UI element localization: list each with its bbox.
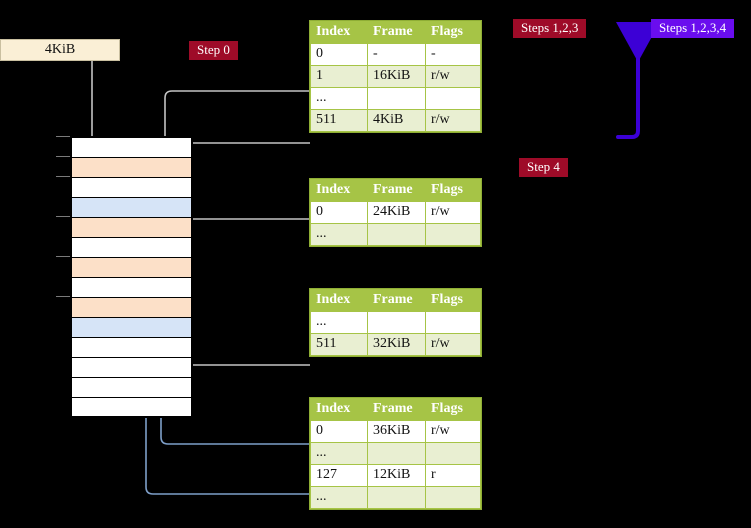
memory-tick-3 xyxy=(56,216,70,217)
table-row: ... xyxy=(310,486,481,509)
badge-step-4: Step 4 xyxy=(519,158,568,178)
table-cell: r/w xyxy=(425,65,481,88)
column-header-index: Index xyxy=(310,398,368,421)
table-cell xyxy=(367,442,426,465)
memory-frame-row xyxy=(71,297,192,317)
memory-frame-row xyxy=(71,357,192,377)
memory-frame-row xyxy=(71,197,192,217)
table-cell: 16KiB xyxy=(367,65,426,88)
table-cell xyxy=(367,87,426,110)
table-cell: r/w xyxy=(425,333,481,356)
column-header-flags: Flags xyxy=(425,398,481,421)
table-cell: 511 xyxy=(310,333,368,356)
table-row: ... xyxy=(310,442,481,465)
source-frame-label: 4KiB xyxy=(44,42,76,57)
column-header-flags: Flags xyxy=(425,289,481,312)
column-header-index: Index xyxy=(310,179,368,202)
table-cell xyxy=(425,223,481,246)
table-cell xyxy=(367,223,426,246)
badge-step-0: Step 0 xyxy=(189,41,238,61)
table-row: ... xyxy=(310,87,481,110)
column-header-index: Index xyxy=(310,21,368,44)
table-cell: ... xyxy=(310,87,368,110)
memory-tick-1 xyxy=(56,156,70,157)
bracket-arrow-steps-1-2-3-4 xyxy=(616,22,660,139)
memory-tick-4 xyxy=(56,256,70,257)
table-cell: 4KiB xyxy=(367,109,426,132)
table-cell: - xyxy=(425,43,481,66)
column-header-frame: Frame xyxy=(367,179,426,202)
table-cell xyxy=(425,442,481,465)
table-cell: ... xyxy=(310,223,368,246)
table-cell: 1 xyxy=(310,65,368,88)
table-cell: r xyxy=(425,464,481,487)
physical-memory-column xyxy=(70,136,193,418)
table-cell xyxy=(367,311,426,334)
column-header-frame: Frame xyxy=(367,21,426,44)
memory-frame-row xyxy=(71,237,192,257)
table-cell xyxy=(425,87,481,110)
table-row: ... xyxy=(310,311,481,334)
memory-frame-row xyxy=(71,397,192,417)
table-cell: r/w xyxy=(425,420,481,443)
memory-tick-2 xyxy=(56,176,70,177)
table-cell: ... xyxy=(310,486,368,509)
table-row: 0-- xyxy=(310,43,481,66)
table-cell: r/w xyxy=(425,109,481,132)
table-cell: 511 xyxy=(310,109,368,132)
table-cell: r/w xyxy=(425,201,481,224)
memory-tick-0 xyxy=(56,136,70,137)
table-cell: 127 xyxy=(310,464,368,487)
table-cell: ... xyxy=(310,442,368,465)
wire-table1-row0-to-memory xyxy=(178,218,310,259)
table-cell: - xyxy=(367,43,426,66)
source-frame-box: 4KiB xyxy=(0,39,120,61)
table-cell: 0 xyxy=(310,43,368,66)
badge-steps-1-2-3-4: Steps 1,2,3,4 xyxy=(651,19,735,39)
column-header-frame: Frame xyxy=(367,398,426,421)
column-header-index: Index xyxy=(310,289,368,312)
memory-tick-5 xyxy=(56,296,70,297)
badge-steps-1-2-3: Steps 1,2,3 xyxy=(513,19,587,39)
column-header-flags: Flags xyxy=(425,179,481,202)
table-cell xyxy=(425,486,481,509)
memory-frame-row xyxy=(71,177,192,197)
memory-frame-row xyxy=(71,277,192,297)
column-header-flags: Flags xyxy=(425,21,481,44)
table-cell: 12KiB xyxy=(367,464,426,487)
table-cell: ... xyxy=(310,311,368,334)
table-cell: 32KiB xyxy=(367,333,426,356)
memory-frame-row xyxy=(71,377,192,397)
memory-frame-row xyxy=(71,317,192,337)
memory-frame-row xyxy=(71,157,192,177)
table-cell: 0 xyxy=(310,201,368,224)
table-cell: 24KiB xyxy=(367,201,426,224)
memory-frame-row xyxy=(71,257,192,277)
table-cell: 0 xyxy=(310,420,368,443)
memory-frame-row xyxy=(71,217,192,237)
table-cell xyxy=(367,486,426,509)
table-row: ... xyxy=(310,223,481,246)
memory-frame-row xyxy=(71,137,192,157)
table-cell xyxy=(425,311,481,334)
wire-table0-row511-to-memory xyxy=(178,142,310,159)
table-cell: 36KiB xyxy=(367,420,426,443)
wire-table2-row511-to-memory xyxy=(178,307,310,366)
memory-frame-row xyxy=(71,337,192,357)
column-header-frame: Frame xyxy=(367,289,426,312)
